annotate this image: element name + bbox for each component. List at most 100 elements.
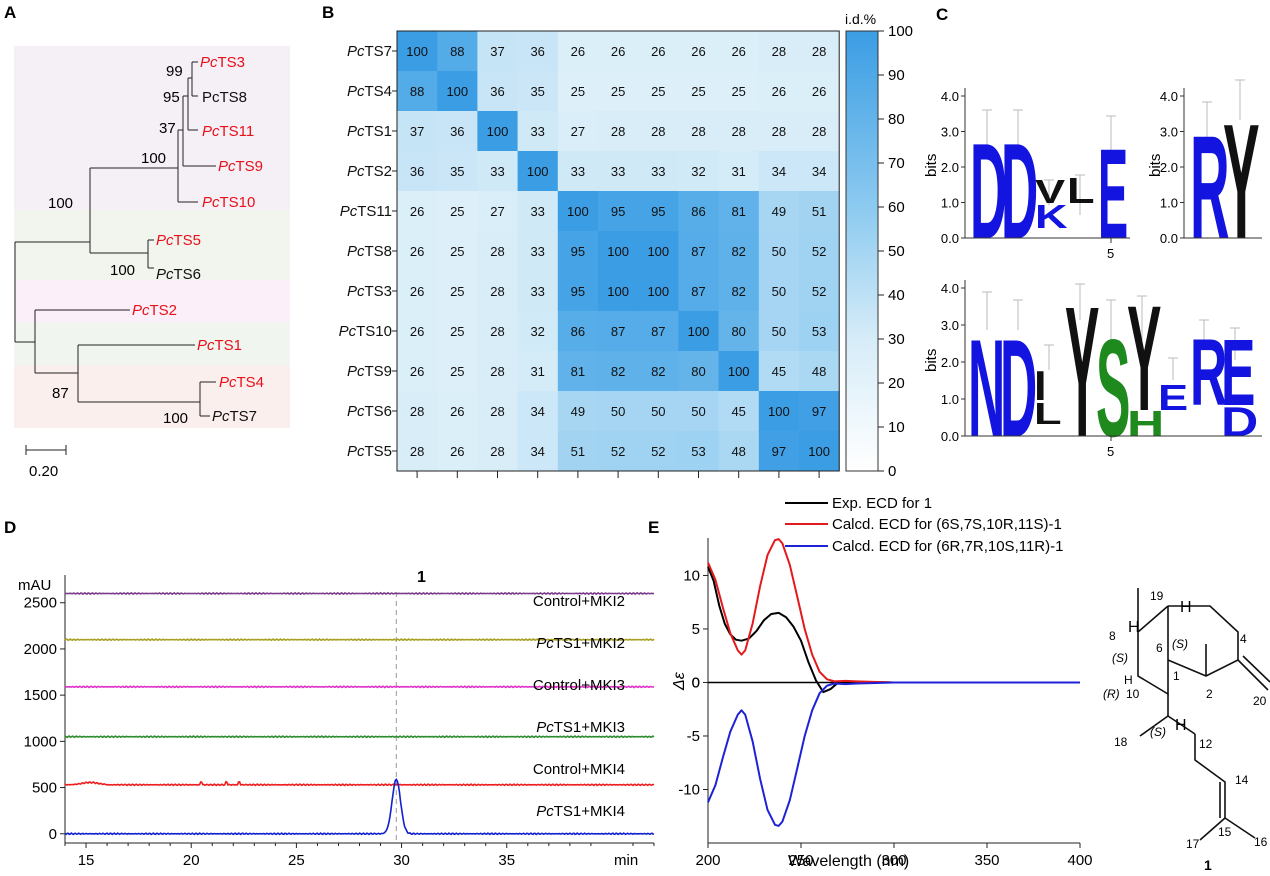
heatmap-value: 80 [691,364,705,379]
heatmap-value: 95 [611,204,625,219]
heatmap-value: 87 [651,324,665,339]
heatmap-row-label: PcTS2 [347,163,392,180]
heatmap-cell [799,31,840,72]
heatmap-value: 88 [410,84,424,99]
heatmap-cell [557,71,599,112]
taxon-suffix: TS2 [150,302,178,319]
taxon-prefix: Pc [200,54,218,71]
hplc-trace-label: Control+MKI2 [533,593,625,610]
heatmap-cell [718,71,760,112]
heatmap-value: 36 [490,84,504,99]
logo-x-tick-label: 5 [1107,246,1114,261]
heatmap-value: 50 [651,404,665,419]
taxon-prefix: Pc [218,158,236,175]
heatmap-value: 100 [406,44,428,59]
heatmap-cell [517,391,559,432]
heatmap-value: 82 [651,364,665,379]
row-suffix: TS9 [364,363,392,380]
hplc-y-tick-label: 2500 [24,595,57,612]
logo-y-tick-label: 2.0 [941,160,959,175]
compound-label: 1 [1204,857,1212,873]
heatmap-cell [678,31,720,72]
trace-prefix: Pc [536,803,554,820]
ecd-curve [707,538,1080,684]
heatmap-cell [557,31,599,72]
heatmap-value: 27 [571,124,585,139]
row-prefix: Pc [347,403,365,420]
heatmap-value: 31 [530,364,544,379]
logo-y-tick-label: 3.0 [941,125,959,140]
logo-letter: Y [1223,89,1260,273]
heatmap-value: 97 [772,444,786,459]
taxon-label: PcTS8 [202,89,247,106]
heatmap-cell [678,71,720,112]
row-suffix: TS10 [356,323,392,340]
heatmap-cell [678,391,720,432]
taxon-suffix: TS11 [220,123,255,140]
heatmap-value: 80 [731,324,745,339]
scale-bar-label: 0.20 [29,463,58,480]
heatmap-cell [557,351,599,392]
logo-letter: R [1190,321,1227,426]
heatmap-cell [638,191,679,232]
taxon-prefix: Pc [202,123,220,140]
heatmap-cell [718,311,760,352]
heatmap-value: 49 [772,204,786,219]
logo-y-tick-label: 4.0 [941,89,959,104]
clade-background [14,46,290,210]
heatmap-value: 37 [410,124,424,139]
heatmap-value: 36 [450,124,464,139]
atom-label: 16 [1254,835,1268,849]
heatmap-cell [758,231,800,272]
trace-prefix: Pc [536,635,554,652]
heatmap-value: 36 [530,44,544,59]
atom-label: 20 [1253,694,1267,708]
heatmap-value: 97 [812,404,826,419]
logo-y-tick-label: 0.0 [941,429,959,444]
heatmap-cell [598,391,639,432]
heatmap-cell [397,391,438,432]
heatmap-cell [758,191,800,232]
heatmap-cell [678,111,720,152]
bootstrap-value: 99 [166,63,183,80]
heatmap-cell [517,431,559,472]
heatmap-cell [638,31,679,72]
hplc-trace [64,685,655,689]
bootstrap-value: 100 [163,410,188,427]
heatmap-cell [678,311,720,352]
logo-y-tick-label: 3.0 [941,318,959,333]
heatmap-value: 25 [571,84,585,99]
bootstrap-values: 99 95 37 100 100 100 87 100 [48,63,188,427]
heatmap-cell [477,111,519,152]
colorbar [845,30,879,472]
heatmap-value: 28 [490,364,504,379]
heatmap-cell [598,351,639,392]
heatmap-value: 100 [607,284,629,299]
heatmap-cell [638,111,679,152]
heatmap-value: 36 [410,164,424,179]
chemical-structure [1137,588,1270,841]
heatmap-cell [397,191,438,232]
heatmap-cell [477,351,519,392]
heatmap-cell [517,151,559,192]
heatmap-value: 26 [450,444,464,459]
heatmap-value: 28 [490,244,504,259]
heatmap-value: 26 [812,84,826,99]
heatmap-cell [638,271,679,312]
heatmap-cell [397,71,438,112]
row-prefix: Pc [347,363,365,380]
heatmap-cell [557,391,599,432]
heatmap-value: 26 [731,44,745,59]
logo-ylabel: bits [1147,154,1164,177]
heatmap-value: 26 [410,204,424,219]
heatmap-value: 53 [812,324,826,339]
panel-d-label: D [4,518,16,537]
heatmap-value: 53 [691,444,705,459]
row-suffix: TS7 [364,43,392,60]
logo-letter: D [1221,399,1258,445]
heatmap-cell [397,311,438,352]
heatmap-value: 33 [571,164,585,179]
